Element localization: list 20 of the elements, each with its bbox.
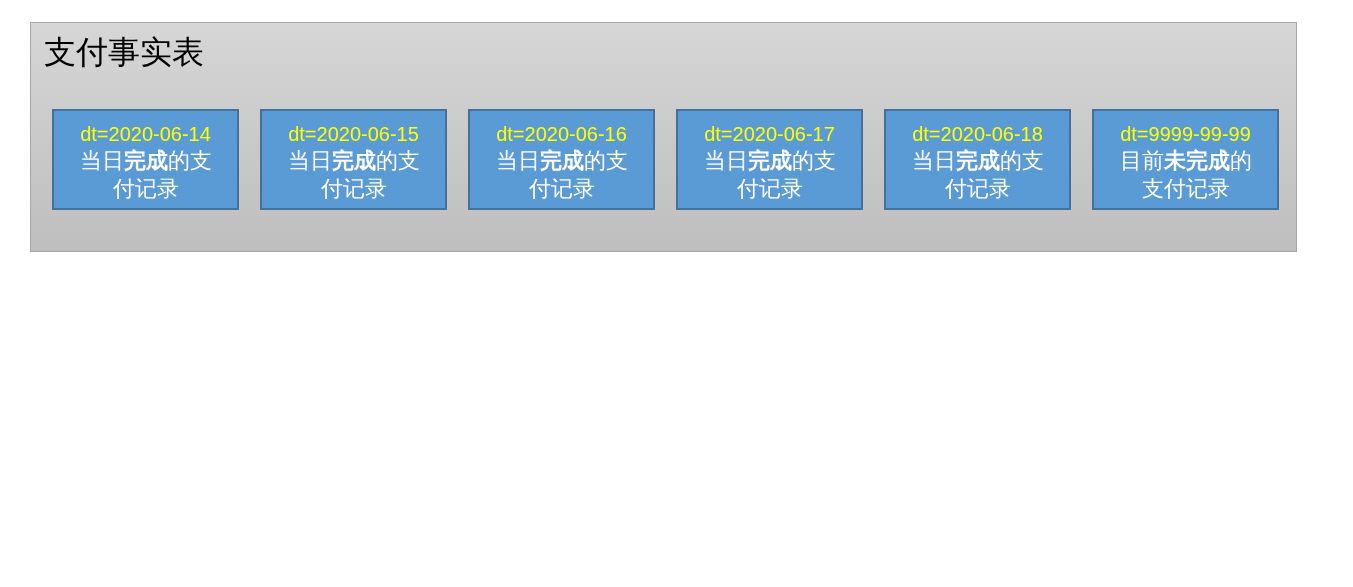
table-panel: [30, 22, 1297, 252]
partition-box: [52, 109, 239, 210]
partition-key: dt=2020-06-14: [80, 121, 211, 147]
partition-box: [468, 109, 655, 210]
partition-key: dt=2020-06-16: [496, 121, 627, 147]
partition-description: 当日完成的支付记录: [702, 147, 837, 203]
partition-description: 目前未完成的支付记录: [1118, 147, 1253, 203]
partition-key: dt=9999-99-99: [1120, 121, 1251, 147]
partition-key: dt=2020-06-18: [912, 121, 1043, 147]
partition-description: 当日完成的支付记录: [286, 147, 421, 203]
partition-box: [676, 109, 863, 210]
partition-box: [1092, 109, 1279, 210]
partition-description: 当日完成的支付记录: [910, 147, 1045, 203]
panel-title: 支付事实表: [44, 33, 204, 71]
partition-key: dt=2020-06-15: [288, 121, 419, 147]
partition-description: 当日完成的支付记录: [494, 147, 629, 203]
partition-box: [260, 109, 447, 210]
partition-box: [884, 109, 1071, 210]
partition-key: dt=2020-06-17: [704, 121, 835, 147]
partition-description: 当日完成的支付记录: [78, 147, 213, 203]
